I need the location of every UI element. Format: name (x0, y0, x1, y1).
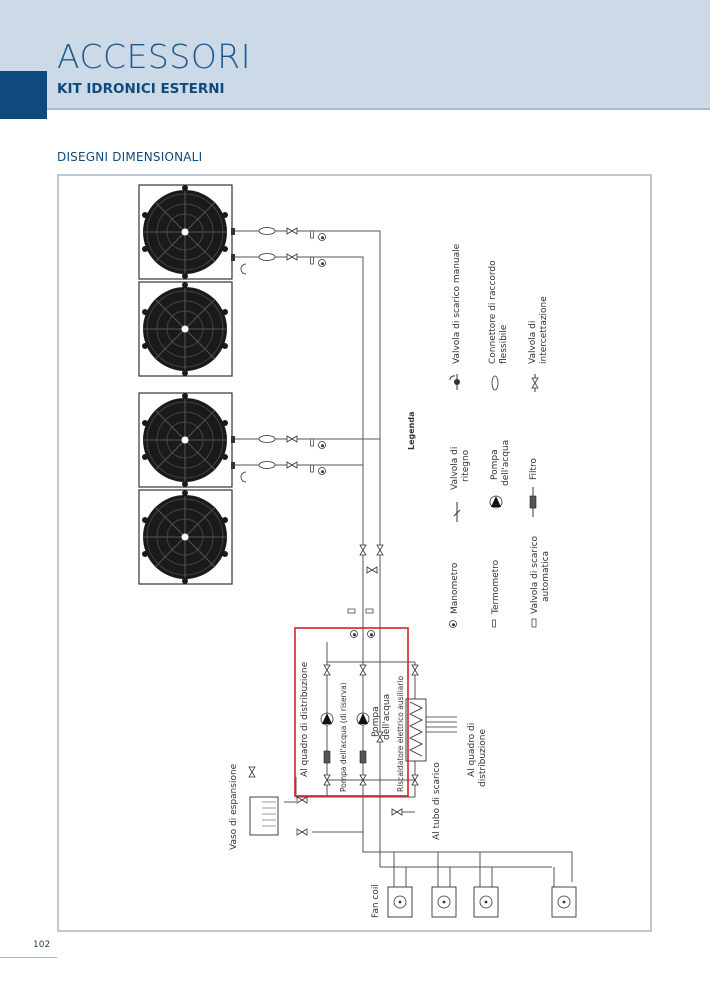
legend-item-shutoff-valve: Valvola di intercettazione (528, 296, 549, 392)
legend-title: Legenda (407, 412, 416, 451)
label-water-pump-a: Pompa (371, 706, 381, 737)
manual-drain-valve-icon (449, 374, 460, 390)
section-tab-marker (0, 71, 47, 119)
expansion-vessel (249, 796, 279, 836)
legend-item-filter: Filtro (529, 457, 539, 517)
legend-label: Valvola di (528, 321, 538, 364)
legend-label: Filtro (529, 457, 539, 480)
page-title: ACCESSORI (57, 37, 251, 76)
shutoff-valve-icon (531, 374, 539, 392)
legend-label: Valvola di scarico manuale (452, 243, 462, 364)
legend-item-water-pump: Pompa dell'acqua (489, 440, 511, 509)
auto-drain-valve-icon (531, 618, 537, 628)
outdoor-unit-1 (138, 184, 235, 377)
hydronic-kit-boundary (294, 627, 409, 797)
page-subtitle: KIT IDRONICI ESTERNI (57, 81, 225, 97)
label-aux-heater: Riscaldatore elettrico ausiliario (396, 675, 405, 792)
legend-label: automatica (541, 551, 551, 602)
fan-coil-units (387, 852, 577, 918)
label-to-distribution-panel-2a: Al quadro di (467, 723, 477, 777)
hydronic-schematic: Vaso di espansione Fan coil Al quadro di… (138, 184, 577, 918)
legend-label: dell'acqua (501, 440, 511, 486)
legend-label: flessibile (499, 324, 509, 364)
filter-icon (529, 487, 537, 517)
label-to-drain: Al tubo di scarico (432, 762, 442, 840)
page-number: 102 (33, 940, 51, 950)
legend-label: Connettore di raccordo (488, 260, 498, 364)
unit-pipe-components (240, 227, 384, 638)
legend-label: Termometro (491, 559, 501, 615)
legend-label: Valvola di (450, 447, 460, 490)
footer-rule (0, 957, 57, 958)
label-water-pump-b: dell'acqua (382, 694, 392, 740)
header-band (0, 0, 710, 110)
kit-components (248, 664, 457, 836)
outdoor-unit-2 (138, 392, 235, 585)
legend: Legenda Manometro Termometro Valvola di … (407, 243, 551, 628)
label-backup-pump: Pompa dell'acqua (di riserva) (339, 682, 348, 792)
section-title: DISEGNI DIMENSIONALI (57, 150, 203, 164)
label-fan-coil: Fan coil (371, 884, 381, 918)
manometer-icon (449, 620, 457, 628)
legend-item-check-valve: Valvola di ritegno (450, 447, 471, 522)
legend-item-manual-drain-valve: Valvola di scarico manuale (449, 243, 462, 390)
diagram-frame: Vaso di espansione Fan coil Al quadro di… (57, 174, 652, 932)
label-expansion-vessel: Vaso di espansione (229, 763, 239, 850)
legend-label: intercettazione (539, 296, 549, 364)
label-to-distribution-panel-2b: distribuzione (478, 729, 488, 787)
legend-label: ritegno (461, 449, 471, 482)
legend-item-thermometer: Termometro (491, 559, 501, 628)
legend-label: Pompa (490, 449, 500, 480)
legend-item-auto-drain-valve: Valvola di scarico automatica (530, 535, 551, 628)
legend-item-manometer: Manometro (449, 562, 460, 628)
label-to-distribution-panel: Al quadro di distribuzione (300, 661, 310, 777)
check-valve-icon (453, 502, 461, 522)
water-pump-icon (489, 495, 503, 509)
legend-item-flexible-connector: Connettore di raccordo flessibile (488, 260, 509, 391)
thermometer-icon (492, 619, 496, 628)
flexible-connector-icon (491, 375, 499, 391)
legend-label: Valvola di scarico (530, 535, 540, 614)
legend-label: Manometro (450, 562, 460, 614)
